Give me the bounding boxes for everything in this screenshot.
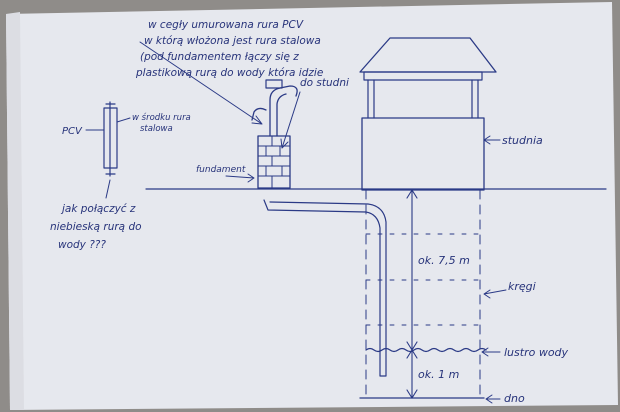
label-steel-inside-1: w środku rura: [132, 112, 191, 123]
note-line-4: plastikową rurą do wody która idzie: [135, 67, 323, 79]
label-fundament: fundament: [196, 165, 246, 175]
question-line-2: niebieską rurą do: [50, 221, 142, 233]
dimension-lines: [406, 189, 418, 399]
well-house: [359, 37, 497, 191]
label-depth-upper: ok. 7,5 m: [418, 254, 470, 267]
well-shaft: [359, 189, 487, 399]
label-arrows: [481, 135, 507, 404]
hand-pump: [251, 79, 298, 137]
label-depth-lower: ok. 1 m: [418, 368, 459, 381]
label-steel-inside-2: stalowa: [140, 124, 173, 134]
question-line-3: wody ???: [58, 239, 106, 251]
label-lustro-wody: lustro wody: [504, 346, 569, 359]
paper-sheet: [6, 2, 618, 410]
pipe-detail-sketch: [85, 101, 131, 199]
label-pcv: PCV: [62, 126, 83, 137]
note-line-2: w którą włożona jest rura stalowa: [144, 35, 321, 47]
question-line-1: jak połączyć z: [60, 203, 136, 215]
brick-foundation: [257, 135, 291, 189]
label-dno: dno: [504, 392, 525, 405]
note-line-3: (pod fundamentem łączy się z: [140, 51, 299, 63]
water-pipe: [263, 199, 387, 377]
label-studnia: studnia: [502, 134, 543, 147]
fundament-arrow: [225, 173, 255, 183]
label-kregi: kręgi: [508, 280, 536, 293]
note-arrow-mid: [280, 91, 301, 149]
water-surface: [365, 347, 487, 353]
note-line-5: do studni: [300, 77, 349, 89]
note-line-1: w cegły umurowana rura PCV: [148, 19, 304, 31]
paper-shadow: [6, 12, 24, 410]
note-arrow-top: [139, 41, 263, 125]
